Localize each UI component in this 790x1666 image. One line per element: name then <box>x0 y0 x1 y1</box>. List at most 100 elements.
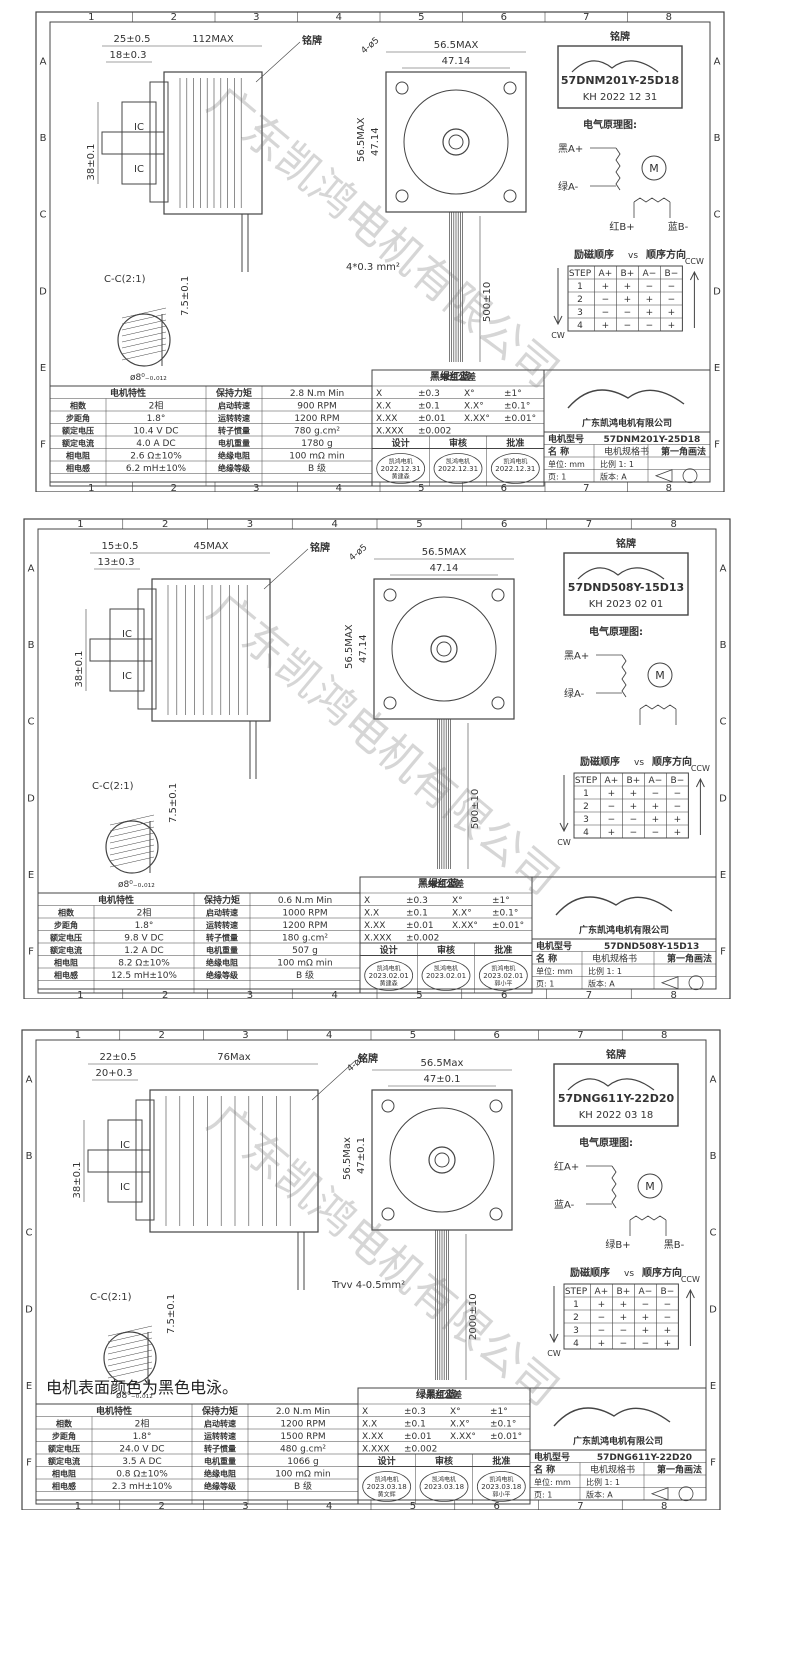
tol-cell: X.XX° <box>450 1432 476 1442</box>
title-model: 57DNG611Y-22D20 <box>597 1453 692 1463</box>
border-number: 8 <box>666 12 672 23</box>
hatch <box>107 1325 153 1337</box>
border-number: 7 <box>586 519 592 530</box>
spec-value: B 级 <box>308 462 326 474</box>
dim-shaft-length: 22±0.5 <box>99 1052 136 1063</box>
seq-cell: − <box>598 1326 606 1336</box>
tol-cell: X.XXX <box>362 1445 390 1455</box>
border-letter: F <box>720 947 726 958</box>
ccw-arrow <box>689 270 699 328</box>
motor-symbol-label: M <box>645 1180 655 1193</box>
seq-cell: 1 <box>583 789 589 799</box>
spec-value: 2.6 Ω±10% <box>130 452 182 462</box>
approval-stamp <box>433 453 483 484</box>
spec-value: 24.0 V DC <box>119 1445 164 1455</box>
tol-cell: ±0.01° <box>490 1432 522 1442</box>
title-key: 电机型号 <box>548 433 584 445</box>
tol-cell: X° <box>452 896 463 906</box>
stamp-company: 凯鸿电机 <box>491 965 515 973</box>
section-label: C-C(2:1) <box>104 274 146 285</box>
nameplate-title: 铭牌 <box>616 537 636 550</box>
border-number: 2 <box>171 483 177 492</box>
title-value: 电机规格书 <box>604 446 649 458</box>
shaft-section <box>105 820 159 874</box>
wire-a-minus: 蓝A- <box>554 1199 575 1211</box>
border-number: 8 <box>670 990 676 999</box>
tol-cell: ±1° <box>492 896 510 906</box>
coil-b <box>633 197 671 203</box>
spec-value: 1000 RPM <box>282 909 327 919</box>
border-letter: A <box>26 1074 33 1085</box>
border-letter: E <box>28 870 34 881</box>
nameplate-box <box>557 45 683 109</box>
border-letter: B <box>720 640 727 651</box>
motor-body <box>163 71 263 215</box>
dim-pitch: 47±0.1 <box>423 1074 460 1085</box>
spec-value: 4.0 A DC <box>136 439 175 449</box>
spec-key: 启动转速 <box>206 908 238 918</box>
border-letter: F <box>28 947 34 958</box>
wire-spec: Trvv 4-0.5mm² <box>331 1280 405 1291</box>
ccw-label: CCW <box>681 1275 700 1284</box>
wire-spec: 4*0.3 mm² <box>346 262 400 273</box>
spec-key: 步距角 <box>54 920 78 930</box>
border-letter: F <box>26 1458 32 1469</box>
border-letter: B <box>28 640 35 651</box>
mount-hole <box>491 588 505 602</box>
projection-symbol <box>654 469 673 483</box>
mount-hole <box>489 1207 503 1221</box>
approval-label: 设计 <box>380 944 398 956</box>
seq-cell: − <box>674 789 682 799</box>
nameplate-title: 铭牌 <box>606 1048 626 1061</box>
spec-value: 6.2 mH±10% <box>126 464 187 474</box>
dim-width: 56.5MAX <box>434 40 479 51</box>
seq-cell: + <box>668 308 676 318</box>
dim-pitch: 47.14 <box>442 56 471 67</box>
seq-cell: + <box>602 282 610 292</box>
tol-cell: X.XXX <box>376 427 404 437</box>
coil-a <box>621 654 627 698</box>
seq-header: A− <box>639 1287 653 1297</box>
projection-symbol <box>650 1487 669 1501</box>
wire-a-minus: 绿A- <box>564 687 585 700</box>
seq-cell: + <box>620 1300 628 1310</box>
seq-cell: − <box>624 321 632 331</box>
title-unit: 单位: mm <box>536 966 573 976</box>
border-letter: F <box>710 1458 716 1469</box>
projection-symbol <box>678 1486 694 1502</box>
dim-pilot: 38±0.1 <box>72 1161 83 1198</box>
mount-hole <box>381 1099 395 1113</box>
spec-key: 运转转速 <box>218 413 250 423</box>
lead-colors: 黑绿红蓝 <box>418 877 458 890</box>
spec-value: 100 mΩ min <box>275 1470 331 1480</box>
stamp-company: 凯鸿电机 <box>489 1476 513 1484</box>
hatch <box>121 349 167 361</box>
dim-width: 56.5Max <box>421 1058 464 1069</box>
seq-cell: + <box>646 308 654 318</box>
border-number: 4 <box>336 12 342 23</box>
spec-key: 保持力矩 <box>215 387 252 399</box>
tol-cell: ±0.01 <box>404 1432 432 1442</box>
shaft-core <box>436 641 452 657</box>
coil-b <box>639 704 677 710</box>
border-number: 7 <box>583 12 589 23</box>
title-value: 电机规格书 <box>592 953 637 965</box>
tol-cell: X.XX <box>364 921 385 931</box>
seq-header: A+ <box>605 776 619 786</box>
border-letter: D <box>25 1304 33 1315</box>
spec-key: 电机重量 <box>218 438 250 448</box>
spec-value: 0.8 Ω±10% <box>116 1470 168 1480</box>
seq-cell: + <box>624 282 632 292</box>
title-version: 版本: A <box>586 1490 613 1500</box>
stamp-company: 凯鸿电机 <box>434 965 458 973</box>
dim-lead-length: 2000±10 <box>468 1293 479 1340</box>
spec-value: 9.8 V DC <box>124 934 163 944</box>
seq-cell: − <box>674 802 682 812</box>
hatch <box>121 319 167 331</box>
principle-title: 电气原理图: <box>579 1136 633 1149</box>
wire-b-minus: 蓝B- <box>668 221 689 233</box>
stamp-date: 2022.12.31 <box>495 465 535 473</box>
border-letter: A <box>28 563 35 574</box>
